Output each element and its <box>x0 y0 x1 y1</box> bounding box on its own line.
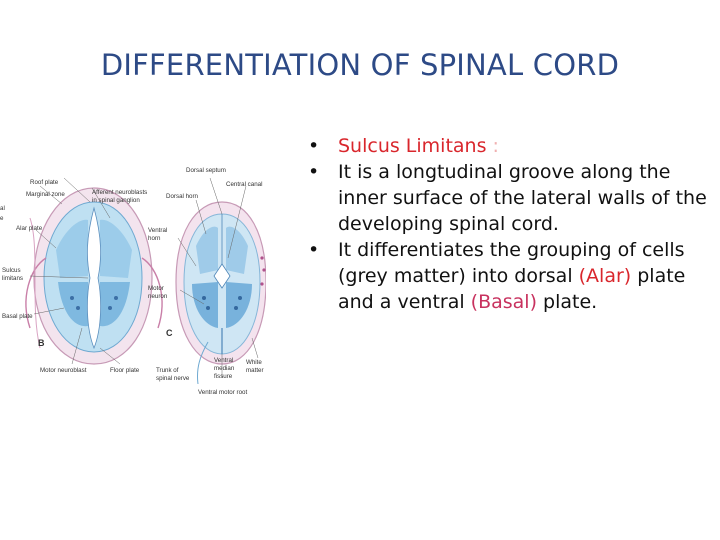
label-motor-neuron-2: neuron <box>148 293 168 300</box>
label-basal-plate: Basal plate <box>2 313 33 320</box>
slide-title: DIFFERENTIATION OF SPINAL CORD <box>100 48 620 82</box>
label-trunk-1: Trunk of <box>156 367 179 374</box>
label-edge-1: al <box>0 205 5 212</box>
label-alar-plate: Alar plate <box>16 225 43 232</box>
label-afferent-1: Afferent neuroblasts <box>92 189 147 196</box>
label-afferent-2: in spinal ganglion <box>92 197 140 204</box>
differentiation-text-a: It differentiates the grouping of cells … <box>338 239 685 287</box>
bullet-list: • Sulcus Limitans : • It is a longtudina… <box>308 133 718 315</box>
bullet-definition: • It is a longtudinal groove along the i… <box>308 159 718 237</box>
bullet-dot: • <box>308 135 320 157</box>
term-colon: : <box>486 135 499 157</box>
term-alar: (Alar) <box>578 265 632 287</box>
term-sulcus-limitans: Sulcus Limitans <box>338 135 487 157</box>
label-motor-neuroblast: Motor neuroblast <box>40 367 87 374</box>
label-central-canal: Central canal <box>226 181 262 188</box>
label-marginal-zone: Marginal zone <box>26 191 65 198</box>
label-panel-c: C <box>166 328 173 338</box>
label-sulcus-2: limitans <box>2 275 23 282</box>
label-panel-b: B <box>38 338 45 348</box>
label-ventral-horn-2: horn <box>148 235 161 242</box>
bullet-sulcus-limitans: • Sulcus Limitans : <box>308 133 718 159</box>
label-trunk-2: spinal nerve <box>156 375 190 382</box>
spinal-cord-diagram: Roof plate Marginal zone Afferent neurob… <box>0 167 266 396</box>
label-ventral-horn-1: Ventral <box>148 227 167 234</box>
label-floor-plate: Floor plate <box>110 367 140 374</box>
label-ventral-median-2: median <box>214 365 235 372</box>
label-ventral-median-1: Ventral <box>214 357 233 364</box>
label-dorsal-septum: Dorsal septum <box>186 167 226 174</box>
label-sulcus-1: Sulcus <box>2 267 21 274</box>
differentiation-text-b: plate and a ventral <box>338 265 686 313</box>
bullet-dot: • <box>308 239 320 261</box>
label-ventral-median-3: fissure <box>214 373 233 380</box>
label-edge-2: e <box>0 215 4 222</box>
term-basal: (Basal) <box>470 291 537 313</box>
label-white-matter-1: White <box>246 359 262 366</box>
definition-text: It is a longtudinal groove along the inn… <box>338 161 707 235</box>
label-ventral-motor-root: Ventral motor root <box>198 389 247 396</box>
label-white-matter-2: matter <box>246 367 264 374</box>
panel-c-spinal-cord <box>175 177 266 385</box>
label-motor-neuron-1: Motor <box>148 285 164 292</box>
bullet-differentiation: • It differentiates the grouping of cell… <box>308 237 718 315</box>
label-dorsal-horn: Dorsal horn <box>166 193 199 200</box>
bullet-dot: • <box>308 161 320 183</box>
panel-b-neural-tube <box>25 177 163 365</box>
label-roof-plate: Roof plate <box>30 179 59 186</box>
differentiation-text-c: plate. <box>537 291 598 313</box>
